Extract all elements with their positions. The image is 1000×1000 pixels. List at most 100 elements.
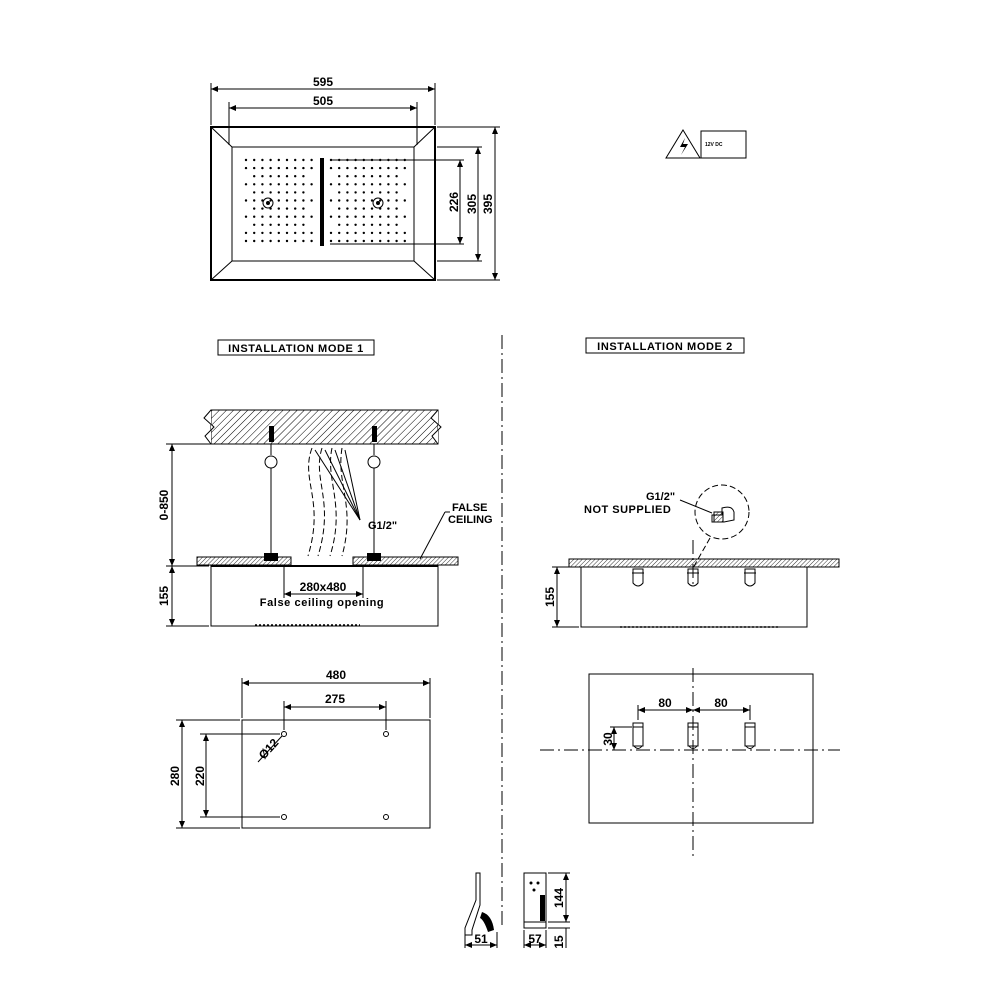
nozzle-dot	[310, 158, 313, 162]
nozzle-dot	[370, 166, 374, 170]
nozzle-dot	[338, 223, 341, 226]
nozzle-dot	[346, 175, 349, 178]
nozzle-dot	[362, 183, 365, 186]
dim-hole-spacing-x: 275	[325, 692, 345, 706]
mode1-title: INSTALLATION MODE 1	[228, 343, 364, 355]
nozzle-dot	[395, 215, 398, 218]
nozzle-dot	[395, 231, 398, 235]
nozzle-dot	[379, 223, 382, 226]
dim-spacing-left: 80	[658, 696, 672, 710]
nozzle-dot	[269, 215, 272, 218]
nozzle-dot	[302, 223, 305, 226]
nozzle-dot	[302, 191, 305, 194]
nozzle-dot	[310, 231, 313, 235]
nozzle-dot	[269, 183, 272, 186]
nozzle-dot	[294, 215, 297, 218]
hole-icon	[383, 814, 389, 820]
nozzle-dot	[294, 183, 297, 186]
dim-plate-height: 280	[168, 766, 182, 786]
nozzle-dot	[244, 158, 248, 162]
nozzle-dot	[329, 166, 333, 170]
nozzle-dot	[277, 175, 280, 178]
nozzle-dot	[395, 183, 398, 186]
nozzle-dot	[346, 239, 349, 243]
nozzle-dot	[277, 207, 280, 210]
nozzle-dot	[338, 215, 341, 218]
nozzle-dot	[338, 166, 341, 170]
nozzle-dot	[338, 183, 341, 186]
nozzle-dot	[294, 207, 297, 210]
mounting-area-mode2	[588, 673, 814, 824]
nozzle-dot	[253, 207, 256, 210]
nozzle-dot	[329, 199, 333, 202]
ceiling-slab	[210, 409, 439, 445]
nozzle-dot	[277, 158, 280, 162]
dim-width-inner: 505	[313, 94, 333, 108]
dim-drop-range: 0-850	[157, 489, 171, 520]
nozzle-dot	[370, 207, 374, 210]
nozzle-dot	[310, 199, 313, 202]
nozzle-grid	[244, 158, 406, 243]
nozzle-dot	[285, 207, 289, 210]
nozzle-dot	[285, 215, 289, 218]
nozzle-dot	[362, 223, 365, 226]
nozzle-dot	[387, 223, 390, 226]
nozzle-dot	[354, 199, 357, 202]
dim-width-outer: 595	[313, 75, 333, 89]
nozzle-dot	[346, 207, 349, 210]
nozzle-dot	[403, 199, 406, 202]
nozzle-dot	[277, 191, 280, 194]
nozzle-dot	[253, 199, 256, 202]
light-right-icon	[372, 197, 384, 209]
hole-icon	[281, 814, 287, 820]
nozzle-dot	[261, 191, 264, 194]
nozzle-dot	[277, 183, 280, 186]
shower-body-mode1	[210, 565, 439, 627]
hanger-right	[367, 426, 381, 557]
nozzle-dot	[379, 166, 382, 170]
opening-size: 280x480	[300, 580, 347, 594]
nozzle-dot	[387, 239, 390, 243]
nozzle-dot	[354, 239, 357, 243]
voltage-label: 12V DC	[705, 142, 723, 148]
nozzle-dot	[261, 183, 264, 186]
nozzle-dot	[354, 215, 357, 218]
nozzle-dot	[261, 175, 264, 178]
nozzle-dot	[395, 239, 398, 243]
nozzle-dot	[379, 199, 382, 202]
nozzle-dot	[277, 166, 280, 170]
nozzle-dot	[302, 183, 305, 186]
nozzle-dot	[346, 231, 349, 235]
dim-front-width: 57	[528, 932, 542, 946]
mode2-thread-label: G1/2"	[646, 491, 675, 503]
nozzle-dot	[302, 231, 305, 235]
nozzle-dot	[244, 231, 248, 235]
nozzle-dot	[329, 239, 333, 243]
shower-head-outline	[210, 126, 436, 281]
nozzle-dot	[338, 175, 341, 178]
nozzle-dot	[285, 223, 289, 226]
nozzle-dot	[261, 215, 264, 218]
nozzle-dot	[261, 166, 264, 170]
nozzle-dot	[253, 191, 256, 194]
nozzle-dot	[302, 215, 305, 218]
nozzle-dot	[379, 175, 382, 178]
nozzle-dot	[354, 223, 357, 226]
nozzle-dot	[387, 191, 390, 194]
nozzle-dot	[253, 231, 256, 235]
nozzle-dot	[395, 175, 398, 178]
nozzle-dot	[362, 199, 365, 202]
nozzle-dot	[370, 183, 374, 186]
false-ceiling-label-2: CEILING	[448, 514, 493, 526]
shower-body-mode2	[580, 566, 808, 628]
nozzle-dot	[362, 166, 365, 170]
nozzle-dot	[253, 158, 256, 162]
dim-height-outer: 395	[481, 194, 495, 214]
nozzle-dot	[354, 166, 357, 170]
nozzle-dot	[403, 183, 406, 186]
hanger-left	[264, 426, 278, 557]
nozzle-dot	[387, 175, 390, 178]
dim-plate-width: 480	[326, 668, 346, 682]
nozzle-dot	[261, 231, 264, 235]
nozzle-dot	[269, 223, 272, 226]
